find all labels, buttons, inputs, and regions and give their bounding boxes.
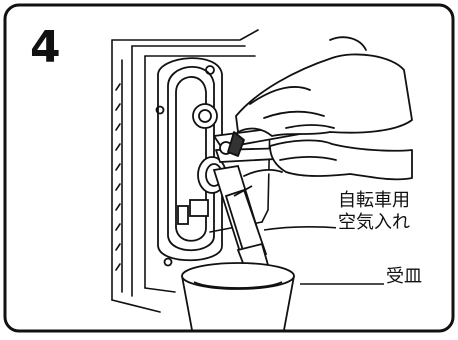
step-number: 4 xyxy=(30,22,61,73)
machine-panel xyxy=(111,29,271,313)
leader-lines xyxy=(263,225,388,285)
bicycle-pump-label: 自転車用 空気入れ xyxy=(336,190,428,234)
panel-frame xyxy=(3,3,455,333)
hand-lower xyxy=(243,139,413,181)
drip-tray xyxy=(181,262,295,331)
bicycle-pump-label-line2: 空気入れ xyxy=(338,212,410,233)
drain-valve xyxy=(177,103,227,225)
hand-upper xyxy=(235,36,413,137)
pump-hose xyxy=(212,164,272,278)
drip-tray-label: 受皿 xyxy=(384,266,424,288)
bicycle-pump-label-line1: 自転車用 xyxy=(338,190,410,211)
